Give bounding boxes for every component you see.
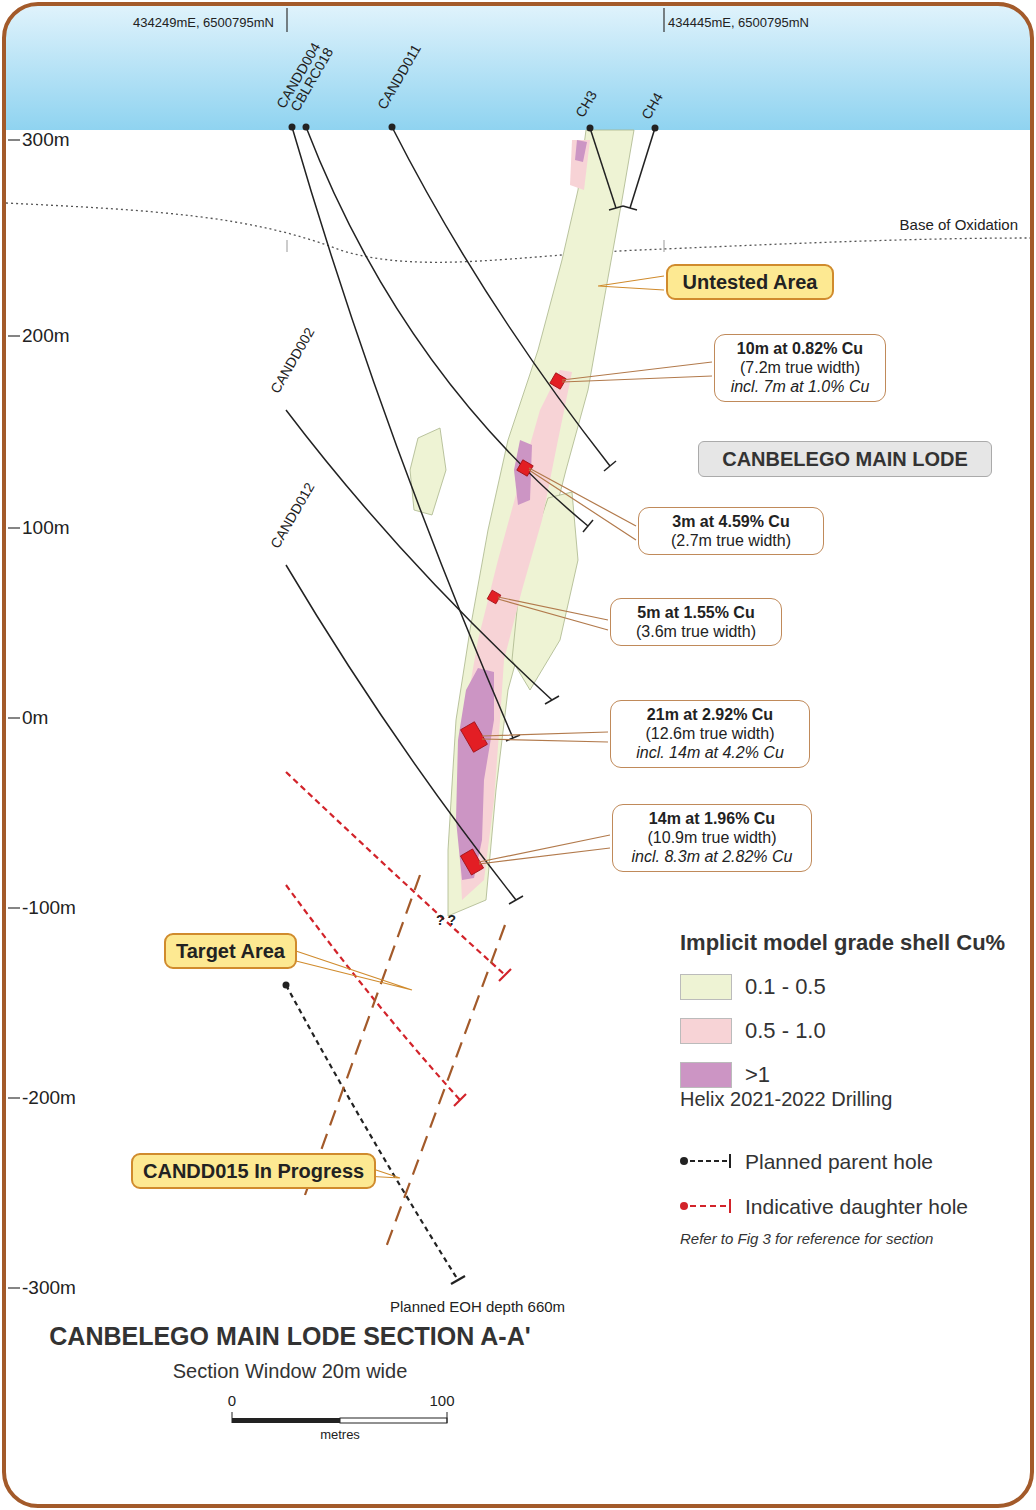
uncertainty-mark: ?? (436, 912, 459, 928)
eoh-note: Planned EOH depth 660m (390, 1298, 565, 1315)
coordinate-label: 434445mE, 6500795mN (668, 16, 809, 31)
intercept-markers (460, 373, 566, 875)
legend-swatch (680, 974, 732, 1000)
hole-name: CANDD012 (267, 480, 318, 551)
depth-label: 100m (22, 517, 70, 539)
hole-name: CANDD002 (267, 325, 318, 396)
legend-text: Planned parent hole (745, 1150, 933, 1174)
node-heading: Untested Area (678, 270, 822, 294)
hole-name: CANDD011 (374, 42, 424, 112)
coordinate-label: 434249mE, 6500795mN (133, 16, 274, 31)
legend-text: 0.1 - 0.5 (745, 974, 826, 999)
depth-label: 0m (22, 707, 48, 729)
intercept-callout: 21m at 2.92% Cu(12.6m true width)incl. 1… (610, 700, 810, 768)
legend-text: >1 (745, 1062, 770, 1087)
frame (4, 4, 1032, 1506)
depth-label: -100m (22, 897, 76, 919)
legend-line-samples (680, 1154, 730, 1213)
planned-holes (283, 772, 512, 1284)
node-heading: 10m at 0.82% Cu (723, 339, 877, 358)
depth-label: 300m (22, 129, 70, 151)
legend-text: 0.5 - 1.0 (745, 1018, 826, 1043)
lode-tag: CANBELEGO MAIN LODE (698, 441, 992, 477)
reference-note: Refer to Fig 3 for reference for section (680, 1230, 933, 1247)
target-zone-lines (305, 875, 505, 1250)
node-detail: (2.7m true width) (647, 531, 815, 550)
scale-number: 100 (429, 1392, 454, 1409)
node-heading: Target Area (176, 939, 285, 963)
area-tag: Untested Area (666, 264, 834, 300)
node-detail: incl. 8.3m at 2.82% Cu (621, 847, 803, 866)
area-tag: CANDD015 In Progress (131, 1153, 376, 1189)
scale-unit: metres (320, 1428, 360, 1443)
legend-heading: Implicit model grade shell Cu% (680, 930, 1005, 955)
depth-ticks (8, 140, 20, 1288)
node-heading: 5m at 1.55% Cu (619, 603, 773, 622)
scale-bar (232, 1412, 447, 1423)
hole-name: CH4 (638, 90, 666, 122)
node-detail: (10.9m true width) (621, 828, 803, 847)
node-heading: CANBELEGO MAIN LODE (707, 447, 983, 471)
section-title: CANBELEGO MAIN LODE SECTION A-A' (49, 1322, 530, 1351)
node-detail: incl. 7m at 1.0% Cu (723, 377, 877, 396)
node-detail: incl. 14m at 4.2% Cu (619, 743, 801, 762)
node-heading: 3m at 4.59% Cu (647, 512, 815, 531)
node-detail: (3.6m true width) (619, 622, 773, 641)
intercept-callout: 10m at 0.82% Cu(7.2m true width)incl. 7m… (714, 334, 886, 402)
node-heading: 21m at 2.92% Cu (619, 705, 801, 724)
node-detail: (12.6m true width) (619, 724, 801, 743)
legend-swatch (680, 1018, 732, 1044)
legend-text: Indicative daughter hole (745, 1195, 968, 1219)
drill-holes (286, 127, 655, 904)
intercept-callout: 5m at 1.55% Cu(3.6m true width) (610, 598, 782, 646)
intercept-callout: 3m at 4.59% Cu(2.7m true width) (638, 507, 824, 555)
node-heading: CANDD015 In Progress (143, 1159, 364, 1183)
hole-name: CH3 (572, 88, 600, 120)
depth-label: 200m (22, 325, 70, 347)
node-heading: 14m at 1.96% Cu (621, 809, 803, 828)
intercept-callout: 14m at 1.96% Cu(10.9m true width)incl. 8… (612, 804, 812, 872)
legend-subheading: Helix 2021-2022 Drilling (680, 1088, 892, 1111)
scale-number: 0 (228, 1392, 236, 1409)
oxidation-label: Base of Oxidation (898, 216, 1020, 233)
area-tag: Target Area (164, 933, 297, 969)
section-caption: Section Window 20m wide (173, 1360, 408, 1383)
depth-label: -300m (22, 1277, 76, 1299)
legend-swatch (680, 1062, 732, 1088)
node-detail: (7.2m true width) (723, 358, 877, 377)
base-of-oxidation-line (6, 203, 1030, 262)
surface-band (4, 4, 1032, 130)
depth-label: -200m (22, 1087, 76, 1109)
grade-shell (410, 130, 634, 916)
